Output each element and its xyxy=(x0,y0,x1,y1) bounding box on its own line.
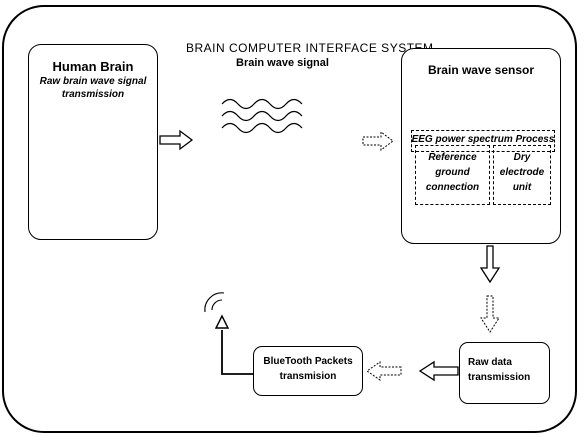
wave-line-2 xyxy=(221,110,303,122)
eeg-process-box xyxy=(411,130,555,152)
wave-line-3 xyxy=(221,122,303,134)
bluetooth-packets-box: BlueTooth Packets transmision xyxy=(253,346,363,396)
eeg-process-label: EEG power spectrum Process xyxy=(411,134,555,145)
antenna-arrowhead xyxy=(214,314,230,329)
raw-data-line1: Raw data xyxy=(468,357,512,368)
antenna-signal-icon xyxy=(204,292,225,313)
human-brain-subtitle-line1: Raw brain wave signal xyxy=(39,76,147,87)
reference-line3: connection xyxy=(425,182,480,193)
bluetooth-line1: BlueTooth Packets xyxy=(263,356,353,367)
reference-ground-label: Reference ground connection xyxy=(415,150,490,195)
reference-ground-box xyxy=(415,145,490,205)
human-brain-title: Human Brain xyxy=(52,59,134,74)
bluetooth-connector-line xyxy=(221,330,253,375)
raw-data-box: Raw data transmission xyxy=(459,342,550,404)
arrow-to-bluetooth xyxy=(366,361,402,381)
signal-arc-outer xyxy=(204,292,225,313)
arrow-sensor-down xyxy=(479,245,501,284)
system-frame xyxy=(2,5,577,433)
human-brain-subtitle-line2: transmission xyxy=(61,89,125,100)
dry-line2: electrode xyxy=(499,167,545,178)
arrow-wave-to-sensor xyxy=(362,131,394,151)
dry-line1: Dry xyxy=(513,152,531,163)
signal-arc-inner xyxy=(211,299,223,311)
diagram-title: BRAIN COMPUTER INTERFACE SYSTEM xyxy=(186,41,434,55)
human-brain-box: Human Brain Raw brain wave signal transm… xyxy=(28,44,158,240)
brain-wave-icon xyxy=(221,98,303,134)
wave-line-1 xyxy=(221,98,303,110)
arrow-raw-data-left xyxy=(418,360,459,382)
reference-line2: ground xyxy=(435,167,470,178)
dry-electrode-label: Dry electrode unit xyxy=(493,150,551,195)
arrow-down-to-raw-data xyxy=(480,295,500,333)
arrow-brain-to-wave xyxy=(159,129,194,151)
sensor-title: Brain wave sensor xyxy=(427,63,535,77)
dry-electrode-box xyxy=(493,145,551,205)
dry-line3: unit xyxy=(512,182,532,193)
wave-label: Brain wave signal xyxy=(236,57,329,69)
raw-data-line2: transmission xyxy=(468,372,531,383)
bluetooth-line2: transmision xyxy=(279,371,337,382)
reference-line1: Reference xyxy=(428,152,477,163)
brain-wave-sensor-box: Brain wave sensor xyxy=(401,48,561,244)
